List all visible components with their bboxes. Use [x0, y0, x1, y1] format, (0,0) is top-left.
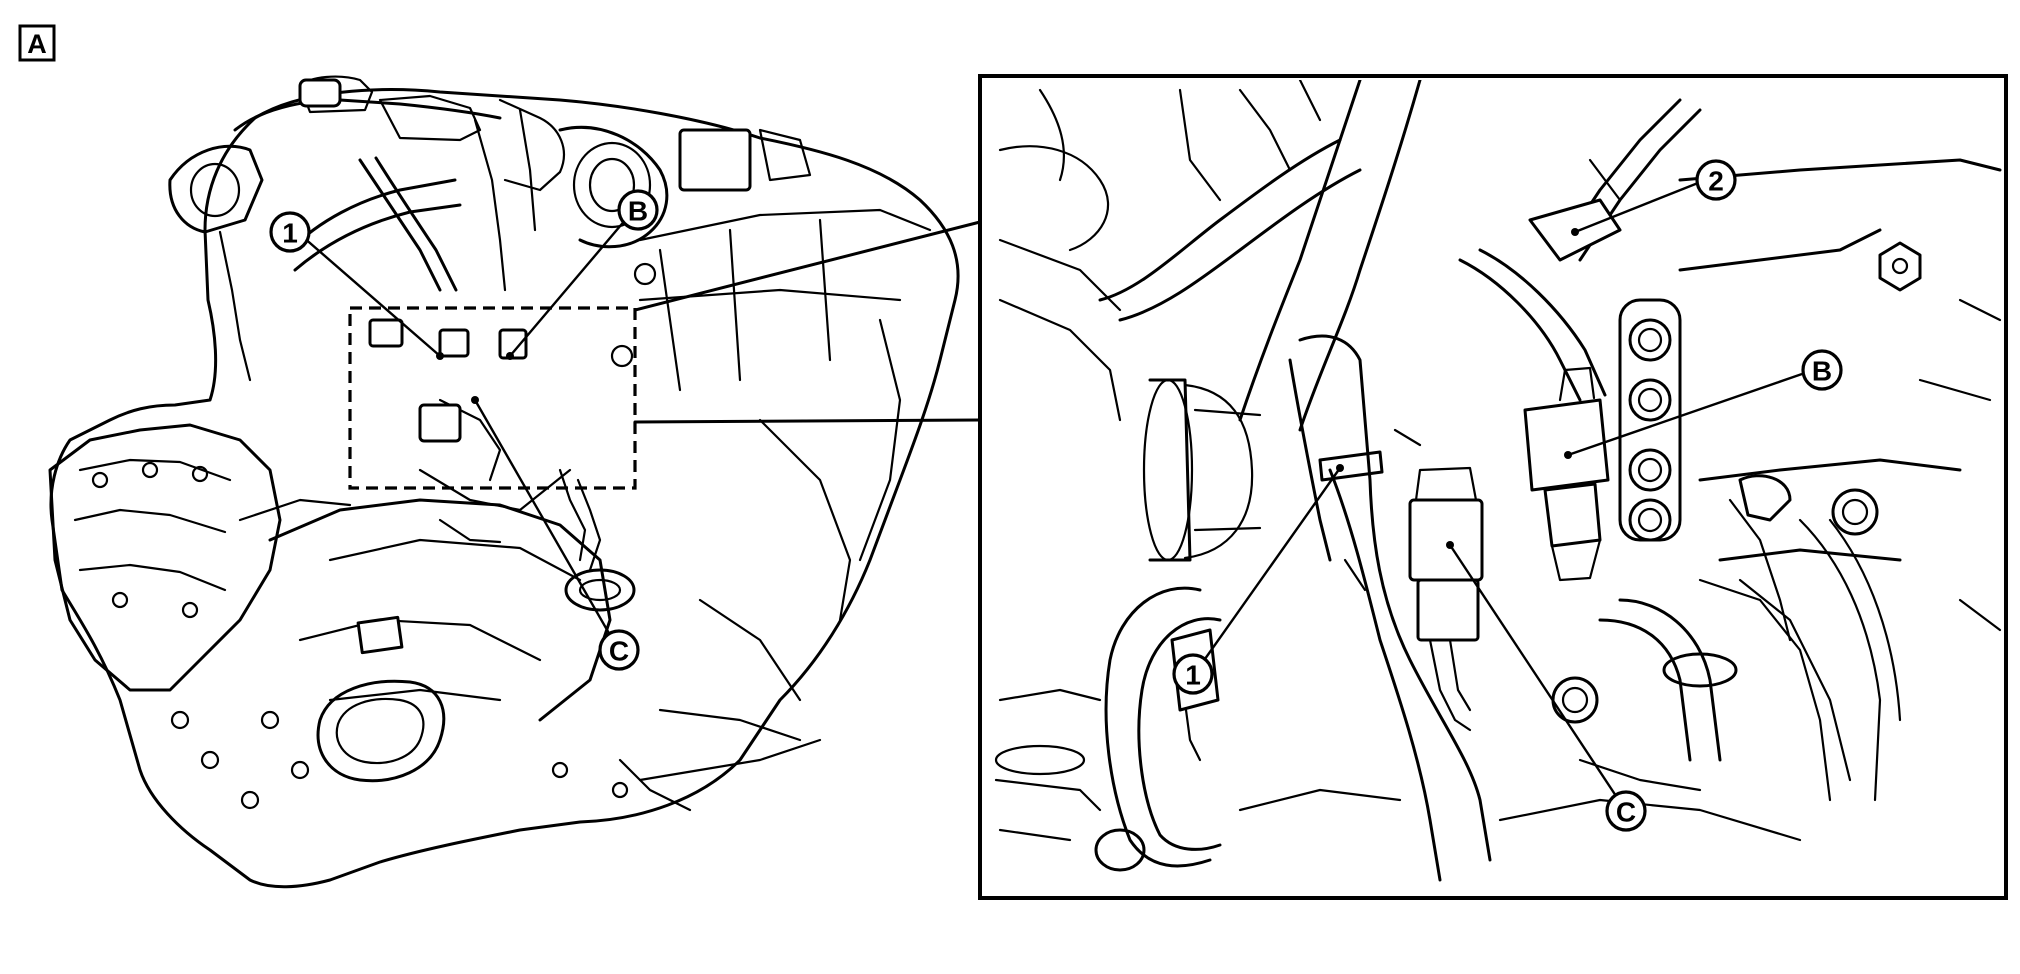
callout-b-detail-label: B — [1812, 356, 1832, 387]
callout-1-detail: 1 — [1172, 653, 1214, 695]
callout-b-detail: B — [1801, 349, 1843, 391]
callout-2-detail: 2 — [1695, 159, 1737, 201]
detail-view — [978, 74, 2008, 900]
callout-1-overview-label: 1 — [282, 218, 298, 249]
detail-region-box — [348, 306, 637, 490]
callout-c-detail: C — [1605, 790, 1647, 832]
view-label-text: A — [27, 29, 47, 59]
engine-overview — [48, 75, 982, 889]
callout-1-overview: 1 — [269, 211, 311, 253]
callout-1-detail-label: 1 — [1185, 660, 1201, 691]
callout-b-overview: B — [617, 189, 659, 231]
detail-frame — [978, 74, 2008, 900]
callout-2-detail-label: 2 — [1708, 166, 1724, 197]
view-label: A — [18, 24, 56, 62]
callout-c-detail-label: C — [1616, 797, 1636, 828]
leader-lines — [294, 181, 1803, 803]
callout-b-overview-label: B — [628, 196, 648, 227]
callout-c-overview: C — [598, 629, 640, 671]
callout-c-overview-label: C — [609, 636, 629, 667]
